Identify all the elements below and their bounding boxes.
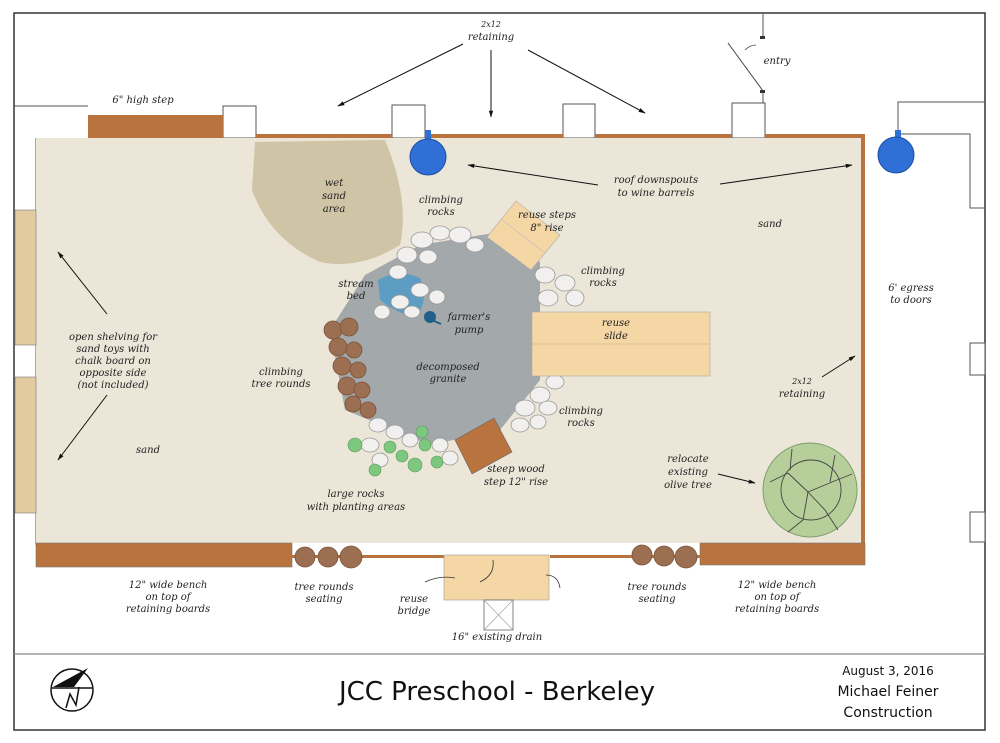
label-climbing-rocks: climbing [559,406,603,417]
label-egress: to doors [890,295,932,306]
label-large-rocks: with planting areas [307,502,405,513]
bench-left [35,542,293,568]
label-sand-right: sand [758,219,782,230]
label-bench-right: on top of [755,592,802,603]
climbing-tree-rounds [323,317,377,419]
label-shelving: opposite side [80,368,147,379]
north-arrow-icon [50,668,94,712]
reuse-bridge [443,554,550,601]
label-climbing-rocks: rocks [589,278,617,289]
label-tree-rounds-right: tree rounds [627,582,686,593]
label-stream-bed: bed [347,291,366,302]
retaining-board-right [861,134,865,544]
label-retaining-top: 2x12 [480,20,501,29]
climbing-rocks-top [373,225,485,320]
large-rocks-planting [347,417,459,477]
reuse-slide [531,311,711,377]
tree-rounds-seating-left [294,545,363,569]
label-wet-sand: wet [325,178,344,189]
label-bench-left: 12" wide bench [129,580,208,591]
retaining-board-top [425,134,563,138]
label-shelving: sand toys with [76,344,149,355]
climbing-rocks-right [534,266,585,307]
label-shelving: (not included) [77,380,148,391]
label-bench-left: on top of [146,592,193,603]
label-reuse-slide: reuse [602,318,630,329]
retaining-board-top [765,134,865,138]
label-retaining-top: retaining [468,32,514,43]
label-high-step: 6" high step [112,95,174,106]
label-shelving: open shelving for [69,332,158,343]
drawing-date: August 3, 2016 [842,664,934,678]
label-sand-left: sand [136,445,160,456]
label-tree-rounds-left: tree rounds [294,582,353,593]
label-climbing-tree-rounds: climbing [259,367,303,378]
climbing-rocks-lower [510,374,565,433]
label-stream-bed: stream [338,279,373,290]
leader-arrows [57,43,856,484]
high-step [88,115,223,138]
bridge-arrows [424,559,561,589]
company-name: Construction [843,705,932,721]
label-wet-sand: sand [322,191,346,202]
steep-wood-step [454,417,513,475]
label-retaining-right: 2x12 [791,377,812,386]
company-name: Michael Feiner [837,684,938,700]
wet-sand-area [252,140,403,264]
label-shelving: chalk board on [75,356,151,367]
label-decomposed-granite: granite [430,374,467,385]
label-bench-left: retaining boards [126,604,210,615]
label-downspouts: roof downspouts [614,175,698,186]
label-egress: 6' egress [888,283,934,294]
label-olive-tree: relocate [667,454,708,465]
label-reuse-slide: slide [604,331,628,342]
label-climbing-rocks: climbing [419,195,463,206]
bench-right [699,542,866,566]
label-downspouts: to wine barrels [618,188,695,199]
label-climbing-rocks: rocks [567,418,595,429]
label-bench-right: 12" wide bench [738,580,817,591]
retaining-board-top [595,134,732,138]
tree-rounds-seating-right [631,544,698,569]
wine-barrel-left [409,130,447,176]
label-bridge: bridge [397,606,430,617]
retaining-board-bottom [292,555,444,558]
label-olive-tree: existing [668,467,708,478]
label-bench-right: retaining boards [735,604,819,615]
label-decomposed-granite: decomposed [416,362,479,373]
label-retaining-right: retaining [779,389,825,400]
label-drain: 16" existing drain [452,632,542,643]
label-reuse-steps: 8" rise [530,223,563,234]
farmers-pump [424,311,442,325]
label-wet-sand: area [323,204,346,215]
project-title: JCC Preschool - Berkeley [337,677,655,707]
label-steep-step: steep wood [487,464,545,475]
label-olive-tree: olive tree [664,480,712,491]
reuse-steps [486,200,561,271]
label-tree-rounds-right: seating [638,594,675,605]
label-bridge: reuse [400,594,428,605]
label-steep-step: step 12" rise [484,477,548,488]
label-entry: entry [764,56,791,67]
label-reuse-steps: reuse steps [518,210,576,221]
entry-door [727,36,765,93]
existing-drain [483,599,514,631]
label-farmers-pump: pump [455,325,484,336]
open-shelving [14,209,37,346]
label-farmers-pump: farmer's [447,312,491,323]
plan-labels: 2x12 retaining 6" high step entry wet sa… [69,20,934,643]
building-outline [14,14,986,545]
label-climbing-rocks: climbing [581,266,625,277]
label-climbing-tree-rounds: tree rounds [251,379,310,390]
wine-barrel-right [877,130,915,174]
label-climbing-rocks: rocks [427,207,455,218]
open-shelving [14,376,37,514]
label-large-rocks: large rocks [327,489,384,500]
retaining-board-top [256,134,392,138]
olive-tree [762,442,858,538]
retaining-board-bottom [550,555,700,558]
label-tree-rounds-left: seating [305,594,342,605]
